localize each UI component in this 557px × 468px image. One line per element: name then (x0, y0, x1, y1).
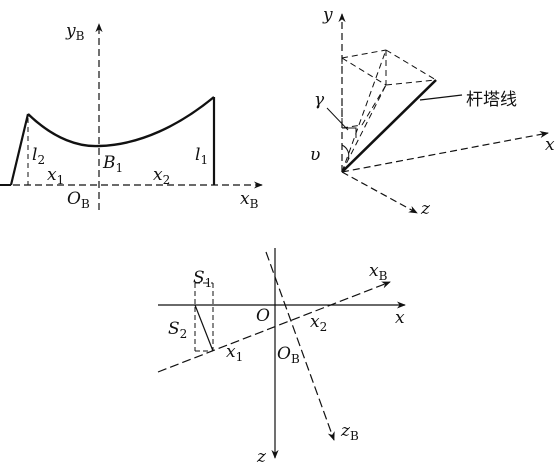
label-x2: x2 (153, 165, 170, 187)
label-b1: B1 (102, 153, 123, 175)
tower-line-leader (419, 94, 463, 101)
label-zb-plan: zB (340, 421, 359, 443)
angle-mark-gamma (342, 127, 357, 138)
left-support-line (9, 113, 30, 186)
panel-a-catenary: yB xB OB B1 l2 l1 x1 x2 (0, 21, 263, 211)
label-s2: S2 (168, 319, 187, 341)
label-gamma: γ (314, 90, 325, 110)
gamma-leader (326, 107, 349, 131)
label-tower-line: 杆塔线 (466, 90, 517, 110)
angle-mark-upsilon (341, 144, 350, 161)
xb-axis-plan (157, 281, 391, 373)
panel-b-3d-axes: y x z γ υ 杆塔线 (310, 5, 555, 219)
label-z: z (420, 199, 431, 219)
span-diagonal (194, 304, 214, 352)
conductor-sag-curve (27, 96, 215, 148)
x-axis-3d (341, 130, 549, 173)
label-yb: yB (65, 21, 85, 43)
label-ob: OB (67, 189, 90, 211)
label-z-plan: z (256, 447, 267, 467)
label-xb: xB (240, 189, 259, 211)
tower-line (341, 79, 437, 173)
z-axis-3d (341, 171, 418, 214)
label-x1: x1 (47, 165, 64, 187)
zb-axis-plan (265, 251, 335, 441)
projection-box (341, 49, 437, 173)
label-y: y (322, 5, 333, 25)
label-upsilon: υ (310, 145, 320, 165)
span-rectangle (194, 282, 214, 352)
label-o: O (256, 306, 270, 326)
label-l1: l1 (195, 145, 208, 167)
label-x1-plan: x1 (226, 342, 243, 364)
label-l2: l2 (32, 145, 45, 167)
label-x-plan: x (395, 308, 405, 328)
label-xb-plan: xB (369, 261, 388, 283)
label-x2-plan: x2 (310, 312, 327, 334)
label-x: x (545, 135, 555, 155)
label-s1: S1 (193, 268, 212, 290)
label-ob-plan: OB (277, 344, 300, 366)
panel-c-plan-view: S1 S2 O x z xB zB OB x1 x2 (157, 248, 406, 467)
